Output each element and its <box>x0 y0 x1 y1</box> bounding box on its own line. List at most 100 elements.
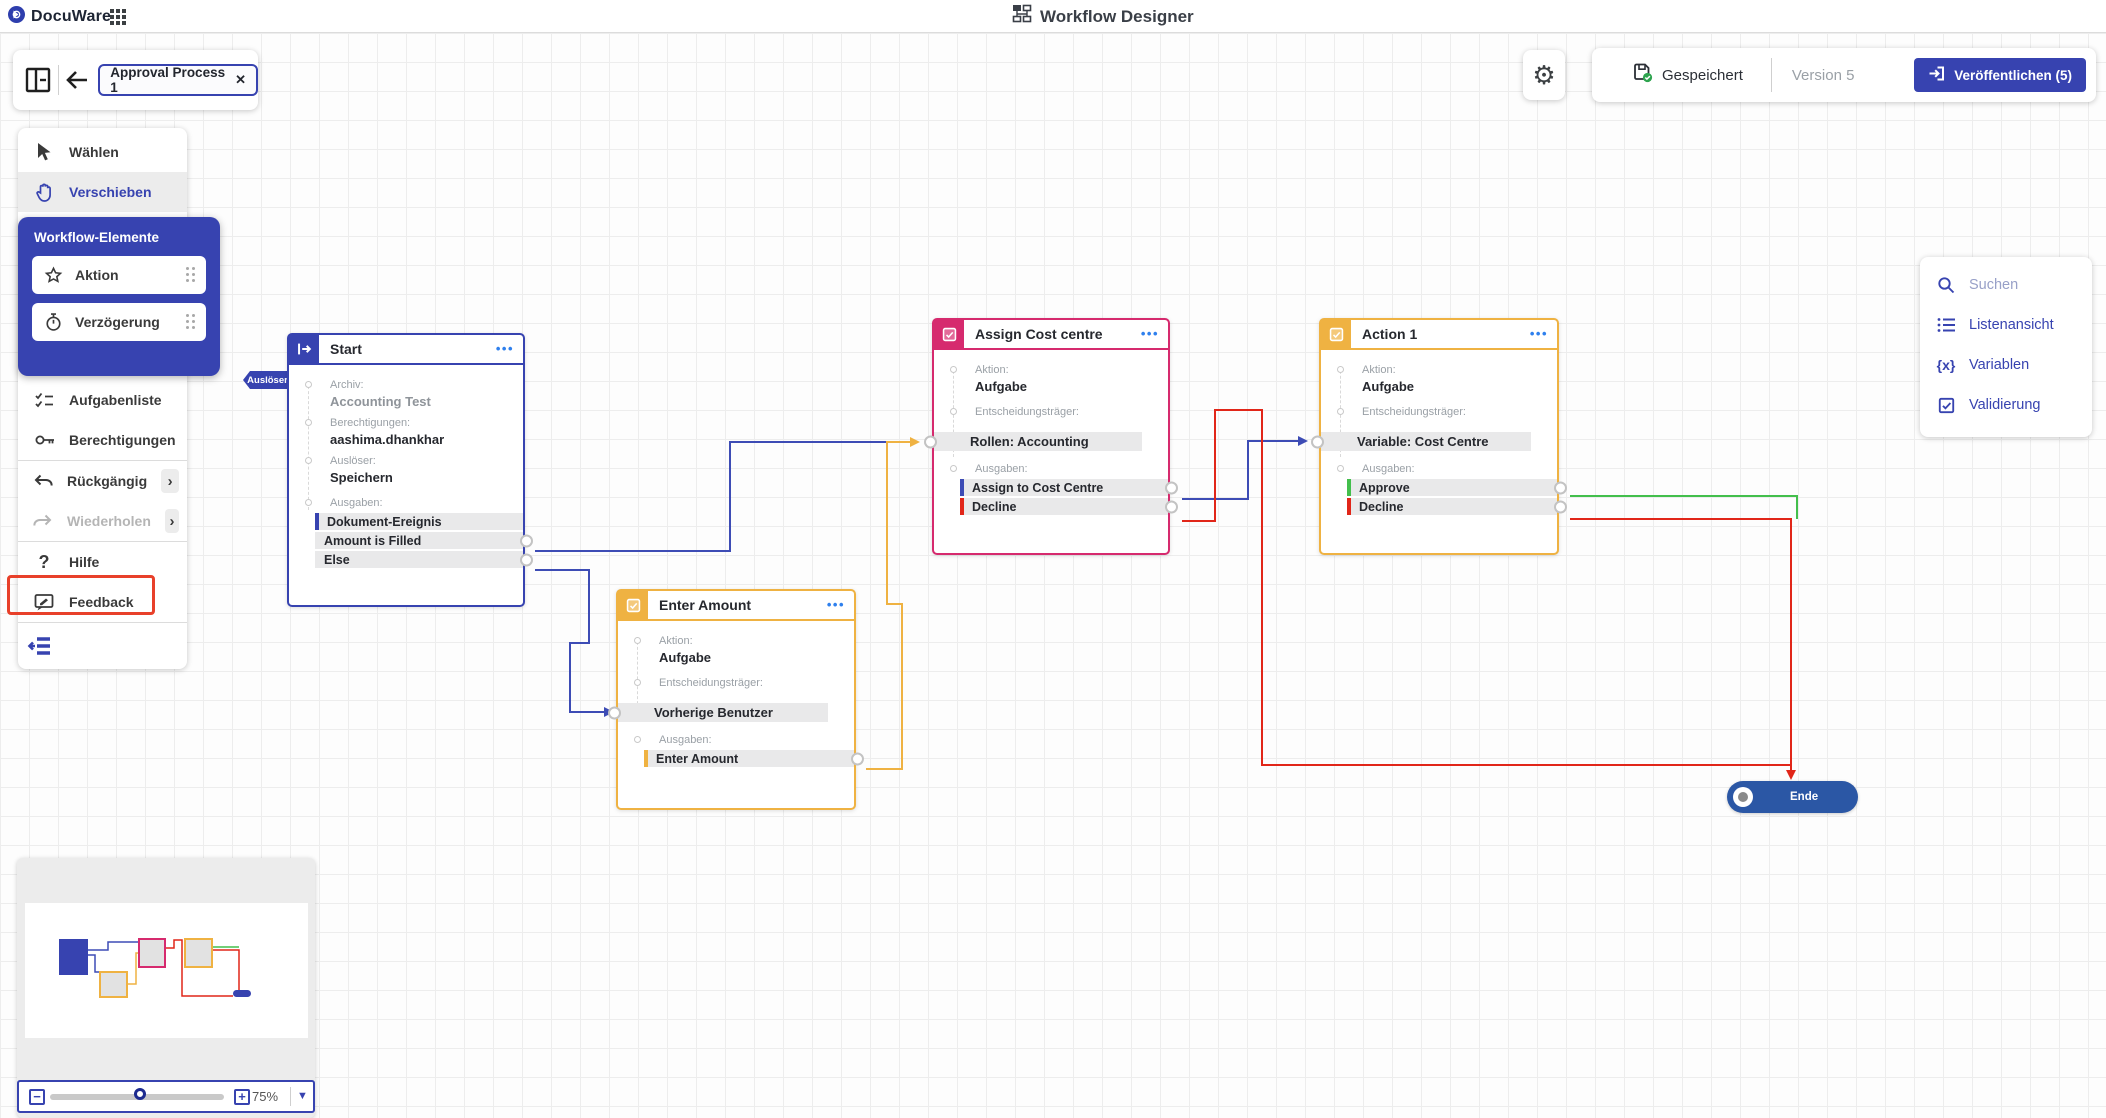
back-arrow-icon[interactable] <box>63 64 93 96</box>
node-field: Archiv:Accounting Test <box>305 379 523 409</box>
sidebar-item-berechtigungen[interactable]: Berechtigungen <box>18 420 187 460</box>
input-connector[interactable] <box>924 435 937 448</box>
divider <box>18 541 187 542</box>
zoom-bar: − + 75% ▼ <box>17 1080 315 1113</box>
output-connector[interactable] <box>1165 481 1178 494</box>
output-row[interactable]: Decline <box>960 498 1178 515</box>
status-panel: Gespeichert Version 5 Veröffentlichen (5… <box>1592 48 2096 102</box>
feedback-icon <box>33 593 55 612</box>
decision-row[interactable]: Variable: Cost Centre <box>1311 432 1531 451</box>
node-title: Assign Cost centre <box>975 326 1103 342</box>
sidebar-item-hilfe[interactable]: ?Hilfe <box>18 542 187 582</box>
zoom-slider-thumb[interactable] <box>134 1088 146 1100</box>
decision-row[interactable]: Rollen: Accounting <box>924 432 1142 451</box>
output-connector[interactable] <box>1165 500 1178 513</box>
output-row[interactable]: Amount is Filled <box>315 532 533 549</box>
tool-list-view[interactable]: Listenansicht <box>1920 305 2092 345</box>
output-connector[interactable] <box>520 553 533 566</box>
output-row[interactable]: Assign to Cost Centre <box>960 479 1178 496</box>
sidebar-item-verschieben[interactable]: Verschieben <box>18 172 187 212</box>
node-header[interactable]: Enter Amount••• <box>618 590 854 621</box>
minimap-node-ende <box>233 990 251 997</box>
output-connector[interactable] <box>1554 500 1567 513</box>
zoom-level: 75% <box>252 1089 279 1104</box>
end-circle-icon <box>1733 787 1753 807</box>
sidebar-item-feedback[interactable]: Feedback <box>18 582 187 622</box>
node-field: Berechtigungen:aashima.dhankhar <box>305 417 523 447</box>
output-row[interactable]: Approve <box>1347 479 1567 496</box>
node-title: Action 1 <box>1362 326 1418 342</box>
zoom-out-button[interactable]: − <box>29 1089 45 1105</box>
task-icon <box>618 590 648 620</box>
zoom-dropdown-icon[interactable]: ▼ <box>297 1090 308 1102</box>
minimap[interactable] <box>17 858 315 1118</box>
node-section-label: Ausgaben: <box>634 734 854 746</box>
tool-variables[interactable]: {x}Variablen <box>1936 357 2030 373</box>
publish-icon <box>1928 65 1945 85</box>
help-icon: ? <box>38 552 50 572</box>
collapse-sidebar-button[interactable] <box>18 623 187 669</box>
gear-icon[interactable]: ⚙ <box>1532 60 1556 90</box>
node-title: Start <box>330 341 362 357</box>
star-icon <box>44 266 63 285</box>
flyout-item-verzögerung[interactable]: Verzögerung <box>32 303 206 341</box>
node-field: Aktion:Aufgabe <box>634 635 854 665</box>
close-icon[interactable]: ✕ <box>235 72 246 87</box>
minimap-node-assign <box>138 938 166 968</box>
output-connector[interactable] <box>1554 481 1567 494</box>
output-row[interactable]: Else <box>315 551 533 568</box>
expand-chevron-icon[interactable]: › <box>161 469 179 493</box>
settings-panel: ⚙ <box>1523 50 1565 100</box>
node-header[interactable]: Assign Cost centre••• <box>934 319 1168 350</box>
divider <box>18 460 187 461</box>
zoom-slider[interactable] <box>50 1088 224 1100</box>
tool-validation[interactable]: Validierung <box>1920 385 2092 425</box>
sidebar-item-waehlen[interactable]: Wählen <box>18 132 187 172</box>
node-header[interactable]: Start••• <box>289 334 523 365</box>
sidebar-item-wiederholen[interactable]: Wiederholen› <box>18 501 187 541</box>
split-view-icon[interactable] <box>22 63 54 97</box>
drag-handle-icon[interactable] <box>186 267 196 283</box>
node-ende[interactable]: Ende <box>1727 781 1858 813</box>
input-connector[interactable] <box>1311 435 1324 448</box>
grid-apps-icon[interactable] <box>110 9 126 25</box>
input-connector[interactable] <box>608 706 621 719</box>
undo-icon <box>33 473 53 489</box>
redo-icon <box>33 513 53 529</box>
sidebar-item-aufgabenliste[interactable]: Aufgabenliste <box>18 380 187 420</box>
tool-search[interactable]: Suchen <box>1920 265 2092 305</box>
publish-button[interactable]: Veröffentlichen (5) <box>1914 58 2086 92</box>
search-icon <box>1936 276 1956 294</box>
tab-label: Approval Process 1 <box>110 65 226 95</box>
zoom-in-button[interactable]: + <box>234 1089 250 1105</box>
flyout-item-aktion[interactable]: Aktion <box>32 256 206 294</box>
node-field: Auslöser:Speichern <box>305 455 523 485</box>
output-row[interactable]: Decline <box>1347 498 1567 515</box>
output-connector[interactable] <box>851 752 864 765</box>
divider <box>57 65 59 95</box>
node-field: Aktion:Aufgabe <box>1337 364 1557 394</box>
output-row[interactable]: Dokument-Ereignis <box>315 513 523 530</box>
expand-chevron-icon[interactable]: › <box>164 509 179 533</box>
decision-row[interactable]: Vorherige Benutzer <box>608 703 828 722</box>
flyout-title: Workflow-Elemente <box>34 230 160 245</box>
node-section-label: Entscheidungsträger: <box>950 406 1168 418</box>
node-header[interactable]: Action 1••• <box>1321 319 1557 350</box>
output-row[interactable]: Enter Amount <box>644 750 864 767</box>
tab-approval-process-1[interactable]: Approval Process 1 ✕ <box>98 64 258 96</box>
divider <box>18 622 187 623</box>
docuware-logo-icon <box>8 5 25 28</box>
workflow-icon <box>1012 4 1032 29</box>
collapse-sidebar-icon <box>27 635 53 657</box>
sidebar-item-rueckgaengig[interactable]: Rückgängig› <box>18 461 187 501</box>
drag-handle-icon[interactable] <box>186 314 196 330</box>
divider <box>290 1087 291 1106</box>
output-connector[interactable] <box>520 534 533 547</box>
